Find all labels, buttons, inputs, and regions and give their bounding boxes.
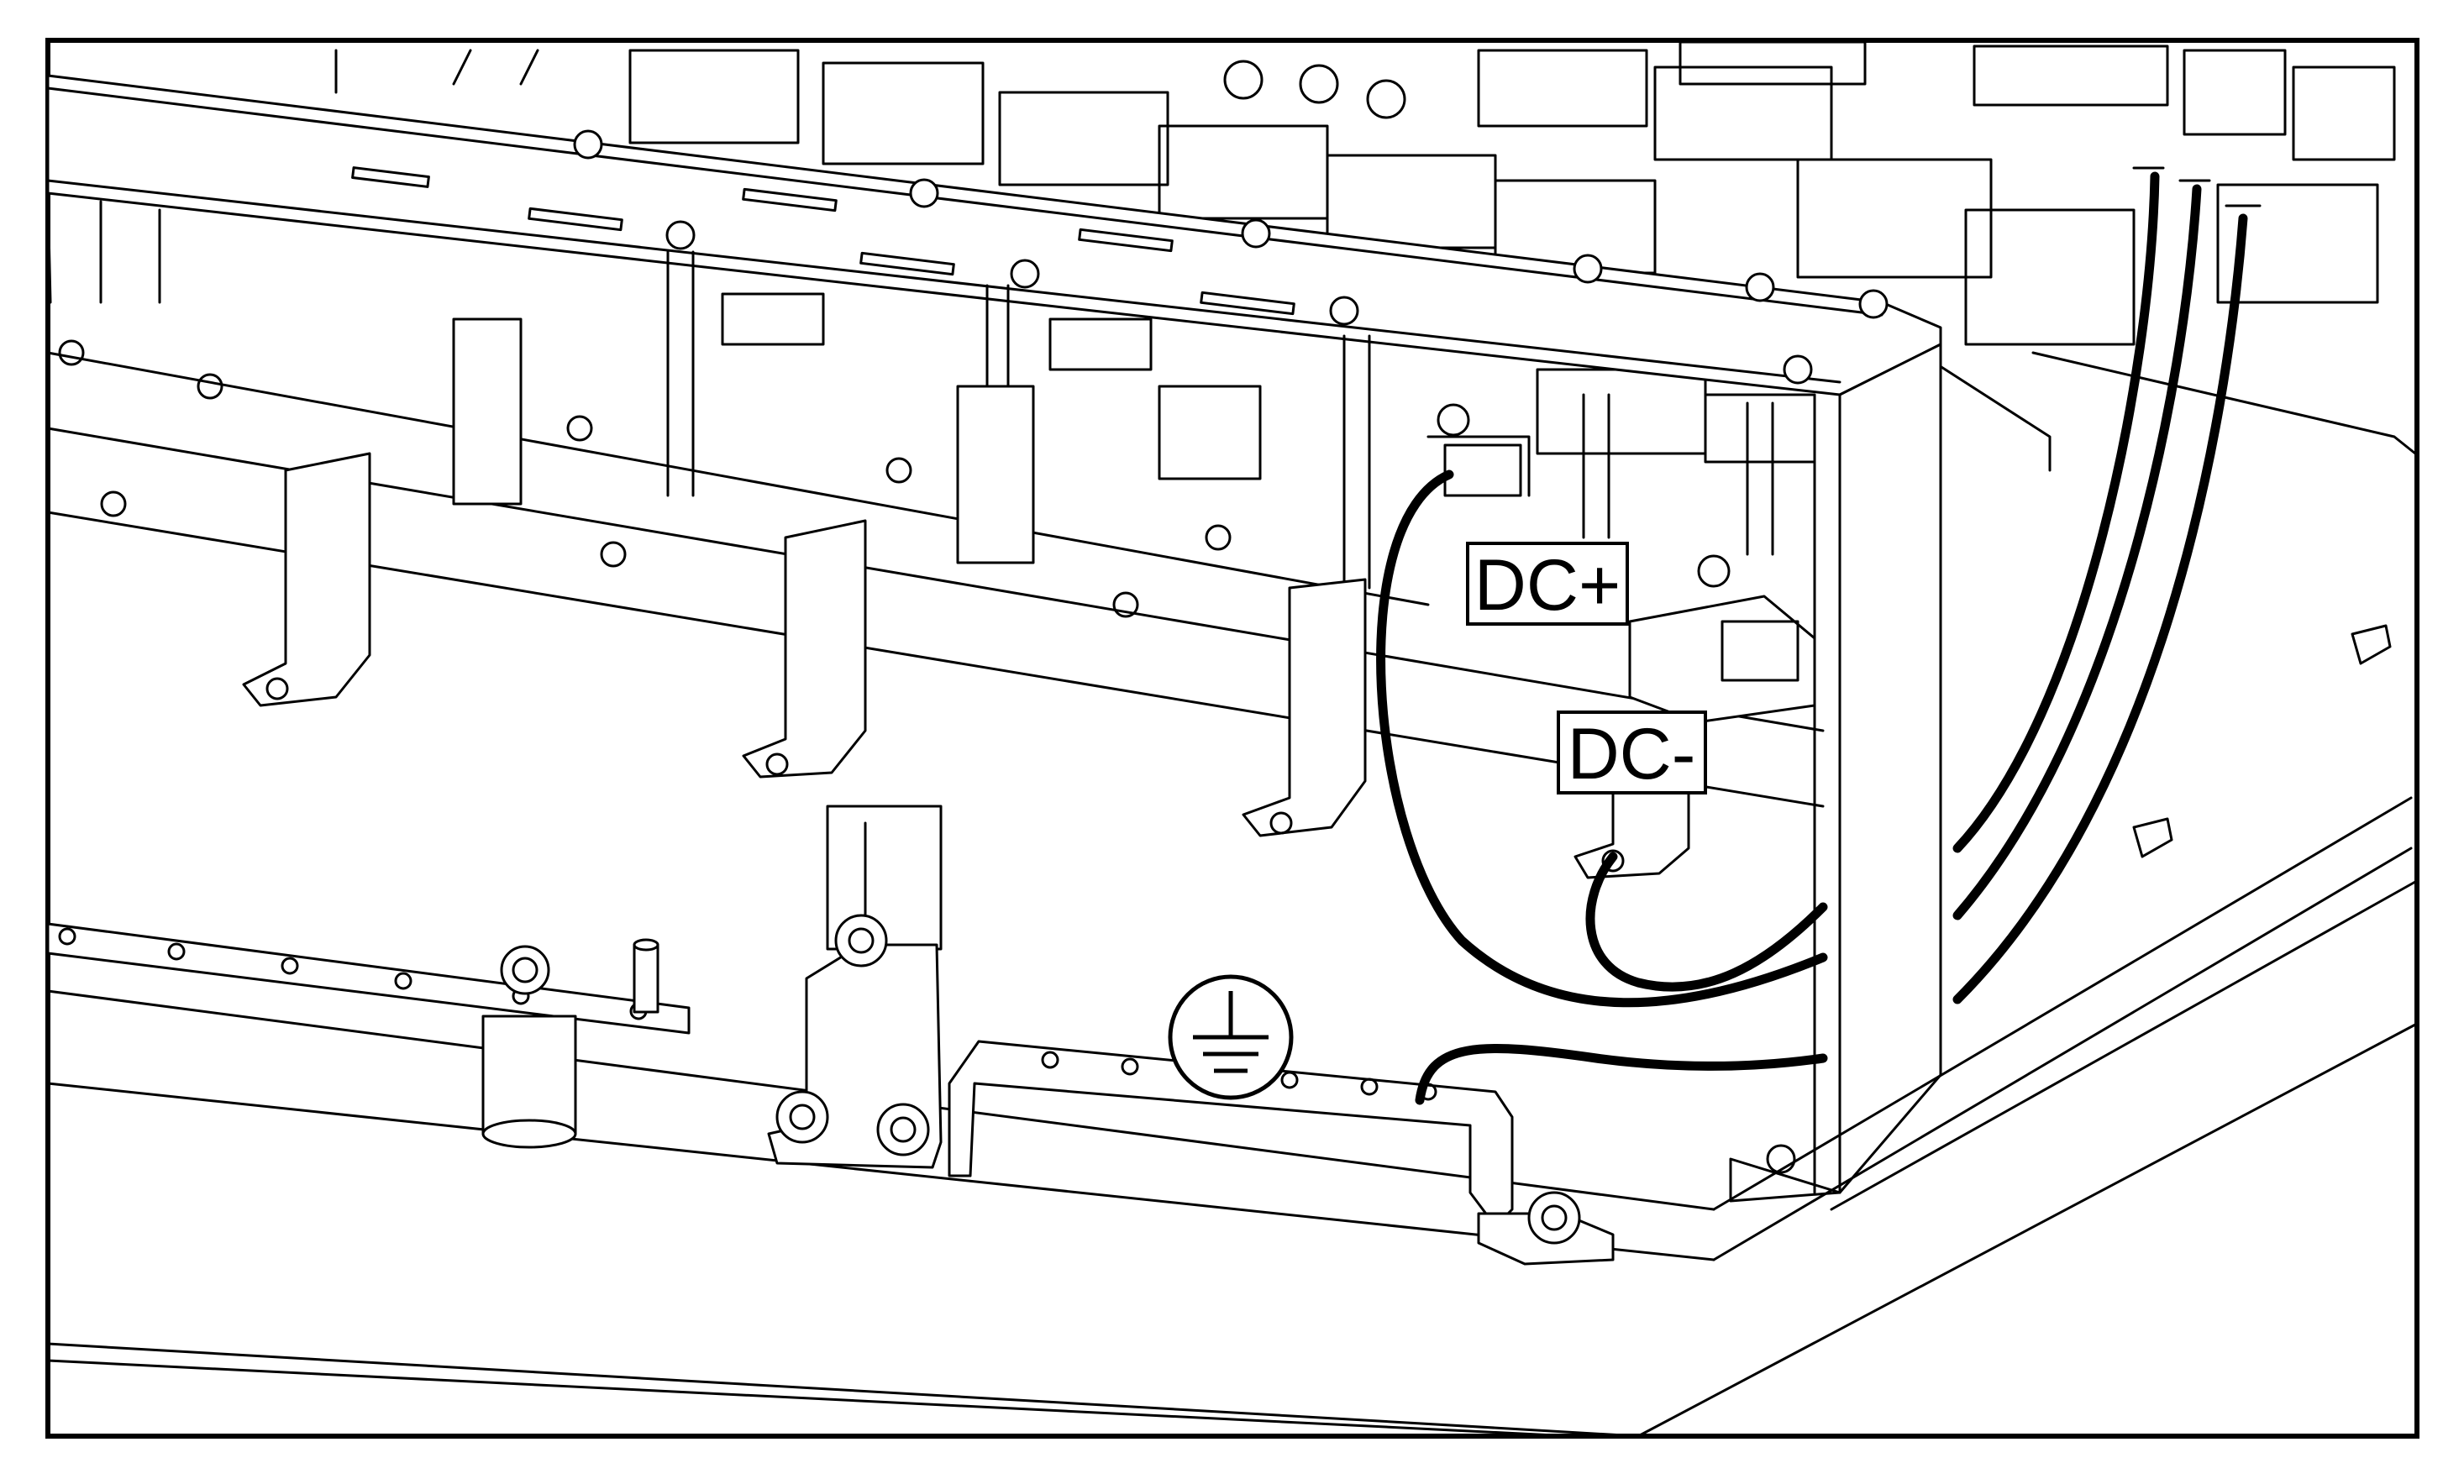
right-cable-3 xyxy=(1952,213,2248,1004)
background-components xyxy=(46,40,2417,480)
dc-plus-text: DC+ xyxy=(1474,545,1621,626)
chassis-floor xyxy=(46,796,2417,1438)
side-bracket xyxy=(1729,343,1942,1203)
ground-bracket xyxy=(767,805,943,1169)
pe-cable xyxy=(1415,1043,1828,1105)
dc-terminal-block xyxy=(1426,403,1816,724)
dc-minus-label: DC- xyxy=(1557,711,1707,794)
dc-minus-text: DC- xyxy=(1568,714,1696,794)
pe-ground-busbar xyxy=(948,1040,1615,1266)
drawing-frame xyxy=(45,38,2419,1439)
dc-minus-cable xyxy=(1585,852,1828,992)
chassis-clips xyxy=(2132,624,2392,858)
dc-plus-cable xyxy=(1376,469,1828,1008)
top-mounting-plate xyxy=(46,74,1942,396)
ground-strip xyxy=(46,922,691,1149)
ground-symbol-icon xyxy=(1168,974,1294,1100)
right-cable-1 xyxy=(1952,171,2160,853)
right-cable-2 xyxy=(1952,184,2202,920)
cables xyxy=(1376,166,2262,1105)
dc-plus-label: DC+ xyxy=(1466,542,1629,626)
busbar-terminals xyxy=(58,317,1690,879)
